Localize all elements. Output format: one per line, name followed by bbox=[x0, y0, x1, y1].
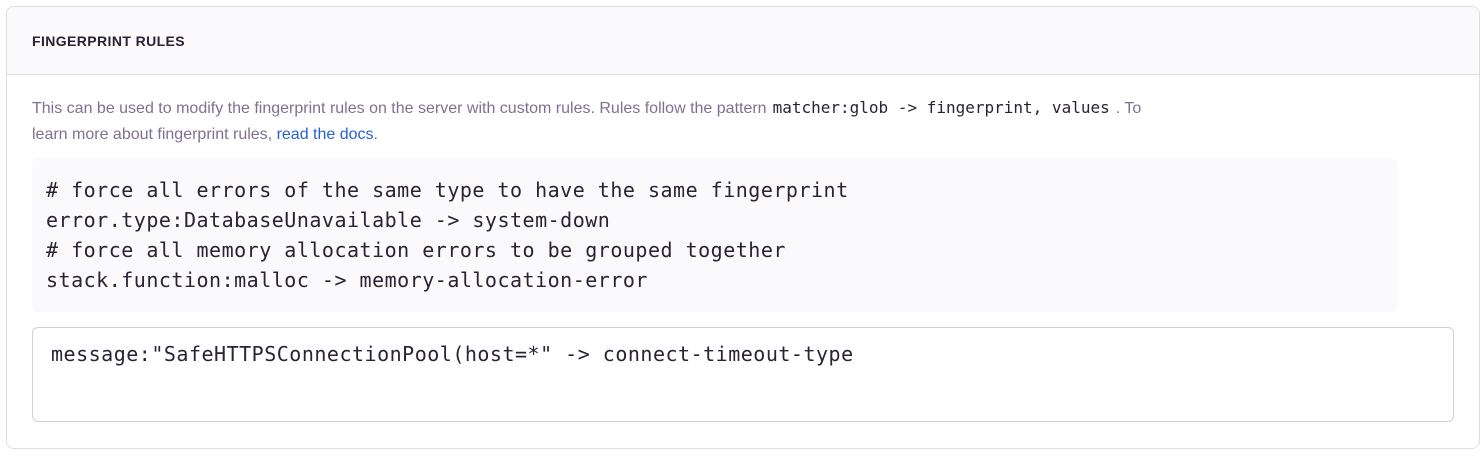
example-code-block: # force all errors of the same type to h… bbox=[32, 158, 1398, 312]
description: This can be used to modify the fingerpri… bbox=[32, 95, 1454, 148]
panel-header: FINGERPRINT RULES bbox=[7, 7, 1479, 75]
panel-body: This can be used to modify the fingerpri… bbox=[7, 75, 1479, 448]
fingerprint-rules-panel: FINGERPRINT RULES This can be used to mo… bbox=[6, 6, 1480, 449]
description-text-2: . To bbox=[1115, 100, 1142, 117]
panel-title: FINGERPRINT RULES bbox=[32, 32, 186, 49]
fingerprint-rules-input[interactable]: message:"SafeHTTPSConnectionPool(host=*"… bbox=[32, 327, 1454, 422]
pattern-inline-code: matcher:glob -> fingerprint, values bbox=[772, 98, 1110, 117]
read-the-docs-link[interactable]: read the docs bbox=[276, 126, 374, 143]
description-text-3: learn more about fingerprint rules, bbox=[32, 126, 277, 143]
description-text-1: This can be used to modify the fingerpri… bbox=[32, 100, 767, 117]
description-text-4: . bbox=[373, 126, 378, 143]
